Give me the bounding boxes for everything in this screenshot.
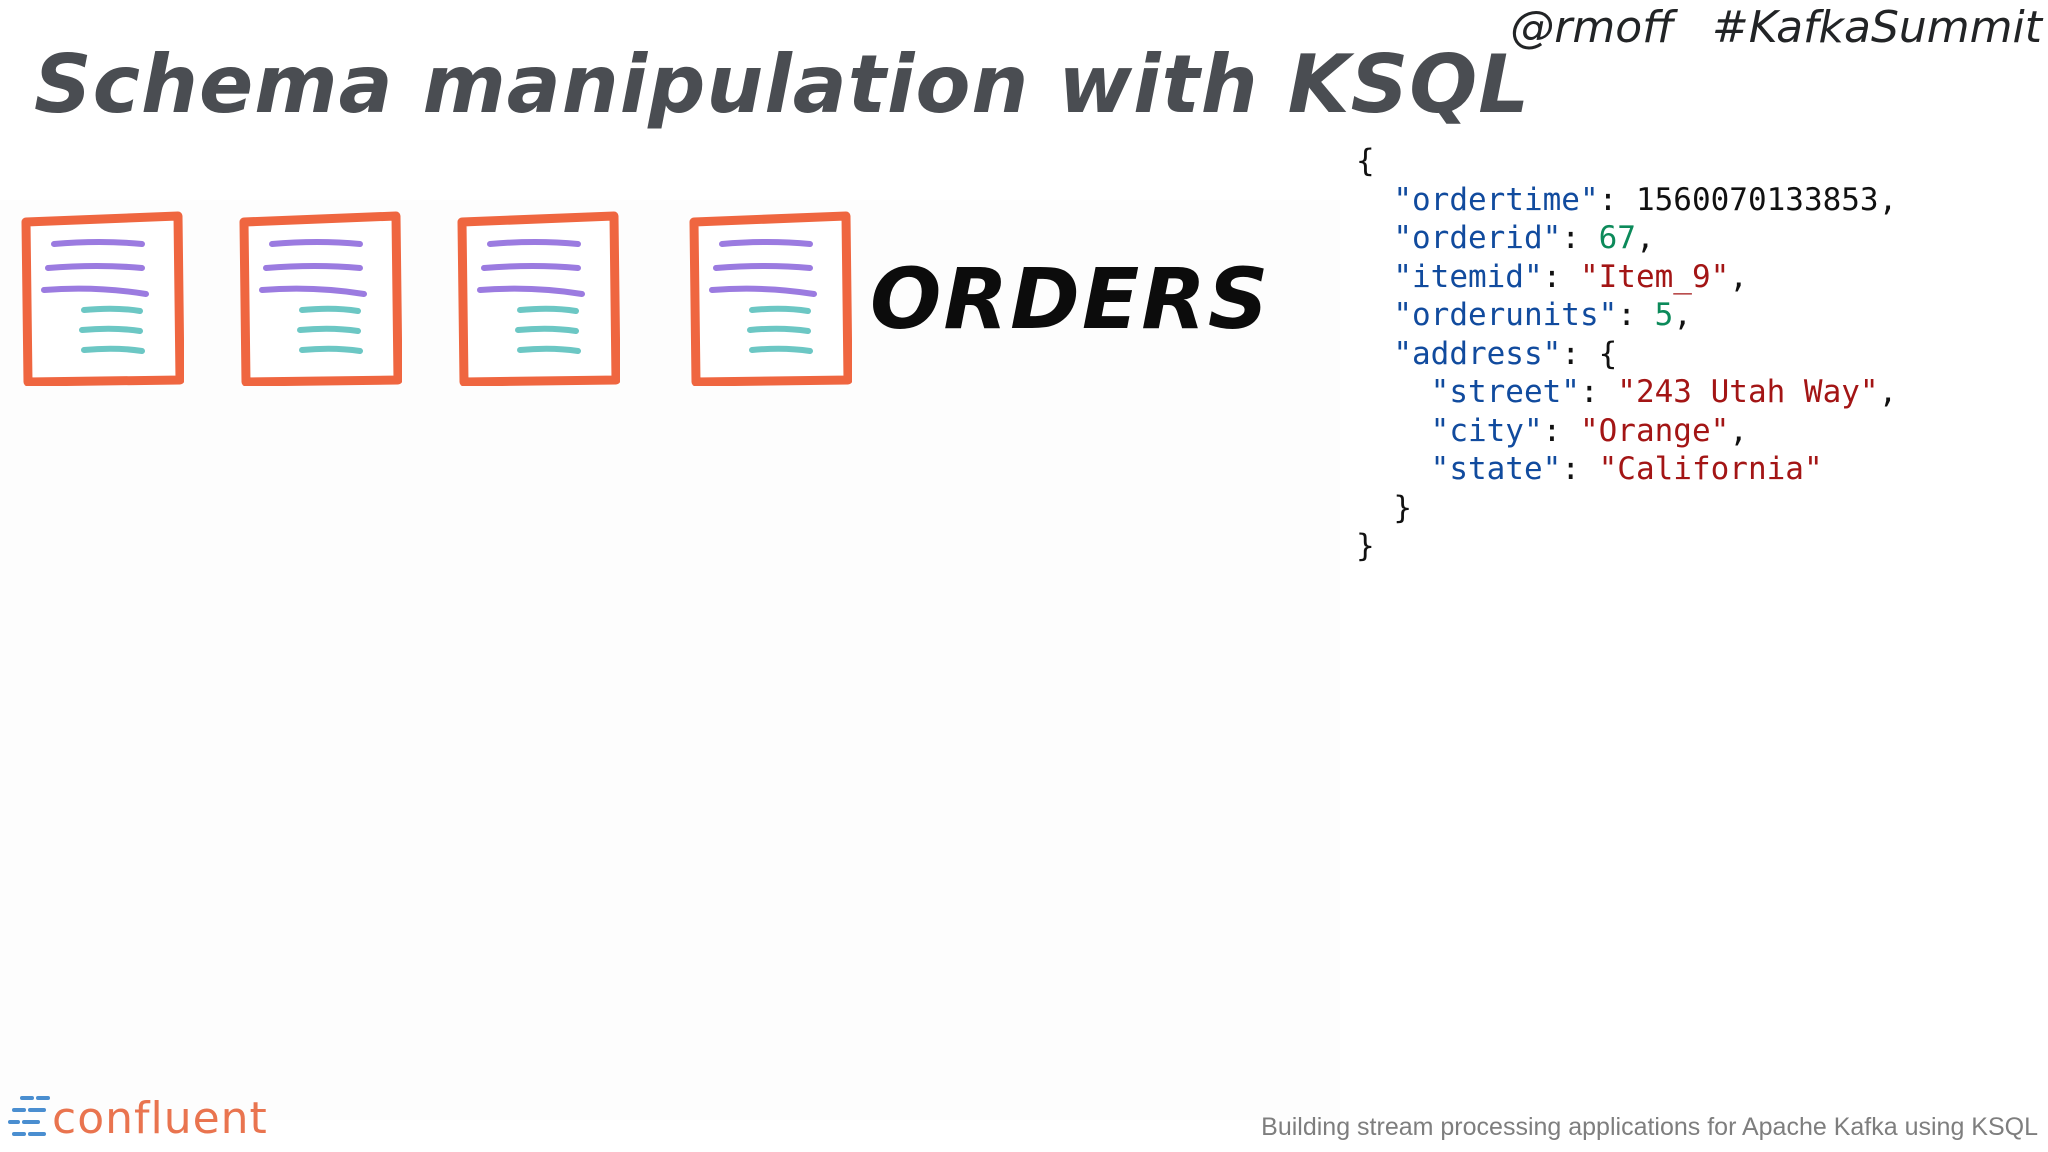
- json-key: "street": [1430, 374, 1580, 410]
- json-value: "California": [1598, 451, 1823, 487]
- json-key: "orderunits": [1393, 297, 1618, 333]
- json-key: "state": [1430, 451, 1562, 487]
- json-key: "orderid": [1393, 220, 1562, 256]
- document-icon: [238, 210, 402, 386]
- json-value: 5: [1654, 297, 1674, 333]
- json-key: "itemid": [1393, 258, 1543, 295]
- json-key: "city": [1430, 412, 1543, 449]
- json-value: 1560070133853: [1635, 181, 1879, 218]
- json-value: 67: [1598, 220, 1636, 256]
- confluent-logo-icon: [8, 1096, 50, 1136]
- json-record: { "ordertime": 1560070133853, "orderid":…: [1356, 143, 1898, 564]
- json-value: "Item_9": [1579, 258, 1730, 295]
- json-value: "243 Utah Way": [1617, 374, 1879, 410]
- document-icon: [456, 210, 620, 386]
- slide-title: Schema manipulation with KSQL: [34, 38, 1531, 131]
- json-key: "ordertime": [1393, 181, 1599, 218]
- speaker-handles: @rmoff #KafkaSummit: [1510, 2, 2042, 53]
- logo-wordmark: confluent: [52, 1093, 268, 1144]
- conference-hashtag: #KafkaSummit: [1711, 2, 2042, 53]
- events-area: [0, 200, 1340, 1120]
- stream-label: ORDERS: [870, 250, 1271, 348]
- confluent-logo: confluent: [8, 1094, 268, 1144]
- document-icon: [688, 210, 852, 386]
- json-key: "address": [1393, 335, 1562, 372]
- json-value: "Orange": [1579, 412, 1730, 449]
- document-icon: [20, 210, 184, 386]
- twitter-handle: @rmoff: [1510, 2, 1674, 53]
- footer-text: Building stream processing applications …: [1261, 1113, 2038, 1141]
